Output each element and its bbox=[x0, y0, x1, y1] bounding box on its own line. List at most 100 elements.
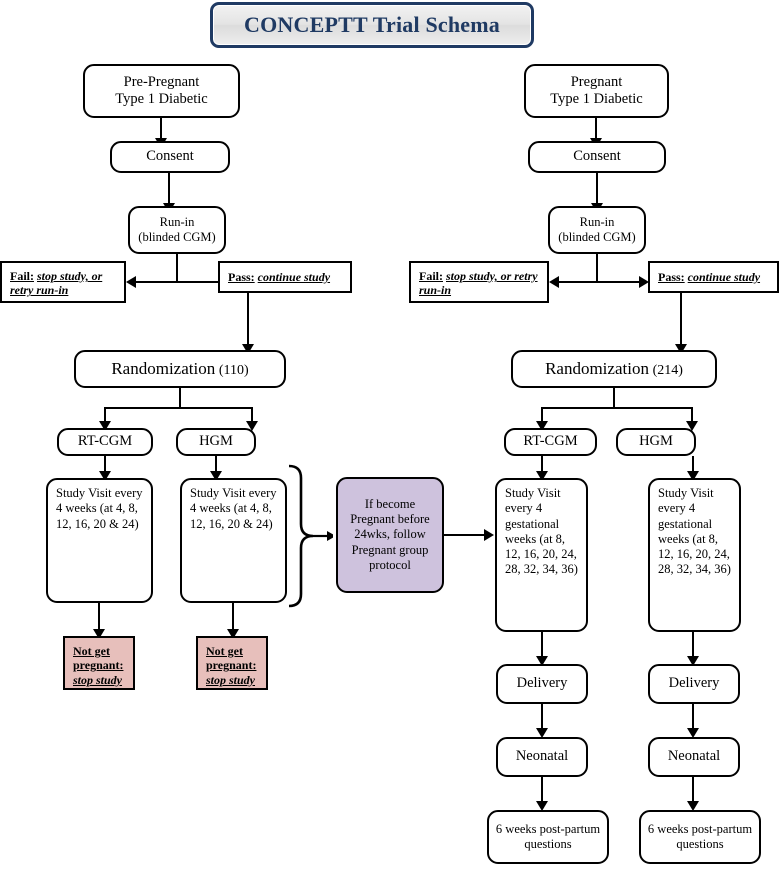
right-postpartum-rtcgm-text: 6 weeks post-partum questions bbox=[495, 821, 601, 851]
right-connector-neonatal-postpartum-rtcgm bbox=[541, 777, 543, 803]
arrowhead-down-icon bbox=[687, 656, 699, 666]
left-fail-detail: stop study, or retry run-in bbox=[10, 269, 103, 298]
left-randomization-label: Randomization bbox=[111, 358, 216, 378]
right-fork-bar bbox=[541, 407, 693, 409]
left-fork-stem bbox=[179, 388, 181, 408]
left-fail-node: Fail: stop study, or retry run-in bbox=[0, 261, 126, 303]
right-pass-label: Pass: bbox=[658, 269, 685, 284]
right-randomization-node: Randomization (214) bbox=[511, 350, 717, 388]
left-start-line1: Pre-Pregnant bbox=[123, 73, 200, 90]
arrowhead-left-icon bbox=[126, 276, 136, 288]
right-connector-consent-runin bbox=[596, 173, 598, 206]
right-study-visit-hgm-node: Study Visit every 4 gestational weeks (a… bbox=[648, 478, 741, 632]
right-connector-start-consent bbox=[595, 118, 597, 140]
connector-note-to-right-visit bbox=[444, 534, 488, 536]
right-group-hgm-label: HGM bbox=[639, 433, 673, 450]
left-start-node: Pre-Pregnant Type 1 Diabetic bbox=[83, 64, 240, 118]
right-connector-delivery-neonatal-hgm bbox=[692, 704, 694, 730]
right-runin-line1: Run-in bbox=[579, 214, 615, 229]
right-delivery-hgm-node: Delivery bbox=[648, 664, 740, 704]
arrowhead-down-icon bbox=[227, 629, 239, 639]
left-runin-line2: (blinded CGM) bbox=[138, 230, 216, 244]
right-fail-label: Fail: bbox=[419, 269, 443, 283]
right-postpartum-rtcgm-node: 6 weeks post-partum questions bbox=[487, 810, 609, 864]
left-randomization-node: Randomization (110) bbox=[74, 350, 286, 388]
left-connector-start-consent bbox=[160, 118, 162, 140]
left-connector-rtcgm-visit bbox=[104, 456, 106, 474]
right-fail-node: Fail: stop study, or retry run-in bbox=[409, 261, 549, 303]
right-postpartum-hgm-text: 6 weeks post-partum questions bbox=[647, 821, 753, 851]
left-stop-rtcgm-detail: stop study bbox=[73, 672, 123, 687]
right-connector-pass-rand bbox=[680, 293, 682, 347]
right-fail-detail: stop study, or retry run-in bbox=[419, 269, 538, 298]
left-consent-label: Consent bbox=[146, 148, 194, 165]
left-study-visit-hgm-node: Study Visit every 4 weeks (at 4, 8, 12, … bbox=[180, 478, 287, 603]
left-stop-hgm-label: Not get pregnant: bbox=[206, 644, 257, 673]
left-group-hgm-node: HGM bbox=[176, 428, 256, 456]
left-randomization-count: (110) bbox=[218, 362, 249, 378]
arrowhead-down-icon bbox=[536, 728, 548, 738]
left-stop-hgm-node: Not get pregnant: stop study bbox=[196, 636, 268, 690]
arrowhead-down-icon bbox=[210, 471, 222, 481]
right-study-visit-rtcgm-node: Study Visit every 4 gestational weeks (a… bbox=[495, 478, 588, 632]
arrowhead-down-icon bbox=[99, 421, 111, 431]
right-connector-runin-split bbox=[596, 254, 598, 282]
right-group-hgm-node: HGM bbox=[616, 428, 696, 456]
right-fork-stem bbox=[613, 388, 615, 408]
arrowhead-down-icon bbox=[536, 656, 548, 666]
arrowhead-down-icon bbox=[536, 421, 548, 431]
right-delivery-rtcgm-node: Delivery bbox=[496, 664, 588, 704]
left-group-rtcgm-label: RT-CGM bbox=[77, 433, 133, 450]
right-group-rtcgm-label: RT-CGM bbox=[523, 433, 578, 450]
left-connector-pass-rand bbox=[247, 293, 249, 347]
diagram-title-text: CONCEPTT Trial Schema bbox=[244, 12, 500, 37]
left-connector-consent-runin bbox=[168, 173, 170, 206]
left-group-rtcgm-node: RT-CGM bbox=[57, 428, 153, 456]
left-fail-label: Fail: bbox=[10, 269, 34, 283]
left-runin-line1: Run-in bbox=[159, 214, 195, 229]
arrowhead-down-icon bbox=[536, 801, 548, 811]
right-start-line2: Type 1 Diabetic bbox=[550, 91, 643, 107]
left-stop-rtcgm-node: Not get pregnant: stop study bbox=[63, 636, 135, 690]
arrowhead-right-icon bbox=[639, 276, 649, 288]
left-start-line2: Type 1 Diabetic bbox=[115, 91, 208, 107]
left-group-hgm-label: HGM bbox=[199, 433, 233, 450]
right-connector-rtcgm-visit bbox=[541, 456, 543, 474]
arrowhead-down-icon bbox=[687, 801, 699, 811]
right-consent-node: Consent bbox=[528, 141, 666, 173]
arrowhead-right-icon bbox=[484, 529, 494, 541]
arrowhead-down-icon bbox=[242, 344, 254, 354]
left-study-visit-hgm-text: Study Visit every 4 weeks (at 4, 8, 12, … bbox=[190, 486, 277, 531]
right-study-visit-rtcgm-text: Study Visit every 4 gestational weeks (a… bbox=[505, 486, 578, 577]
left-connector-visit-stop-rtcgm bbox=[98, 603, 100, 632]
diagram-title: CONCEPTT Trial Schema bbox=[210, 2, 534, 48]
left-fork-branch-rtcgm bbox=[104, 407, 106, 424]
left-fork-branch-hgm bbox=[251, 407, 253, 424]
right-neonatal-hgm-node: Neonatal bbox=[648, 737, 740, 777]
right-randomization-count: (214) bbox=[652, 362, 683, 378]
right-runin-line2: (blinded CGM) bbox=[558, 230, 636, 244]
arrowhead-down-icon bbox=[99, 471, 111, 481]
right-delivery-hgm-label: Delivery bbox=[668, 675, 720, 692]
right-fork-branch-hgm bbox=[691, 407, 693, 424]
right-group-rtcgm-node: RT-CGM bbox=[504, 428, 597, 456]
pregnancy-note-text: If become Pregnant before 24wks, follow … bbox=[350, 496, 430, 572]
arrowhead-down-icon bbox=[686, 421, 698, 431]
arrowhead-down-icon bbox=[536, 471, 548, 481]
left-study-visit-rtcgm-node: Study Visit every 4 weeks (at 4, 8, 12, … bbox=[46, 478, 153, 603]
left-stop-rtcgm-label: Not get pregnant: bbox=[73, 644, 124, 673]
arrowhead-down-icon bbox=[675, 344, 687, 354]
right-pass-node: Pass: continue study bbox=[648, 261, 779, 293]
left-stop-hgm-detail: stop study bbox=[206, 672, 256, 687]
right-pass-detail: continue study bbox=[687, 269, 761, 284]
left-split-bar bbox=[132, 281, 232, 283]
left-pass-label: Pass: bbox=[228, 269, 255, 284]
arrowhead-down-icon bbox=[246, 421, 258, 431]
right-postpartum-hgm-node: 6 weeks post-partum questions bbox=[639, 810, 761, 864]
arrowhead-down-icon bbox=[687, 728, 699, 738]
right-neonatal-rtcgm-node: Neonatal bbox=[496, 737, 588, 777]
left-consent-node: Consent bbox=[110, 141, 230, 173]
left-connector-hgm-visit bbox=[215, 456, 217, 474]
right-connector-visit-delivery-hgm bbox=[692, 632, 694, 659]
right-connector-neonatal-postpartum-hgm bbox=[692, 777, 694, 803]
